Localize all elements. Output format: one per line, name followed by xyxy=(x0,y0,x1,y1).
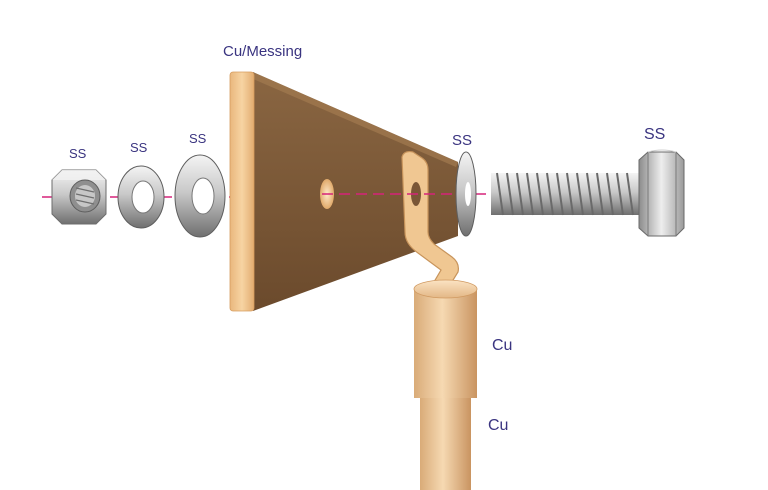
busbar-label: Cu/Messing xyxy=(223,43,303,60)
bolt-label: SS xyxy=(644,126,666,143)
busbar xyxy=(229,71,458,312)
washer-1-label: SS xyxy=(130,140,148,155)
cable-lug-label: Cu xyxy=(492,337,513,354)
washer-3-label: SS xyxy=(452,132,473,149)
bolt xyxy=(491,149,685,237)
nut-label: SS xyxy=(69,146,87,161)
washer-3 xyxy=(455,151,477,237)
washer-1 xyxy=(117,165,165,229)
cable xyxy=(413,279,478,490)
washer-2 xyxy=(174,154,226,238)
nut xyxy=(51,169,107,225)
washer-2-label: SS xyxy=(189,131,207,146)
cable-label: Cu xyxy=(488,417,509,434)
